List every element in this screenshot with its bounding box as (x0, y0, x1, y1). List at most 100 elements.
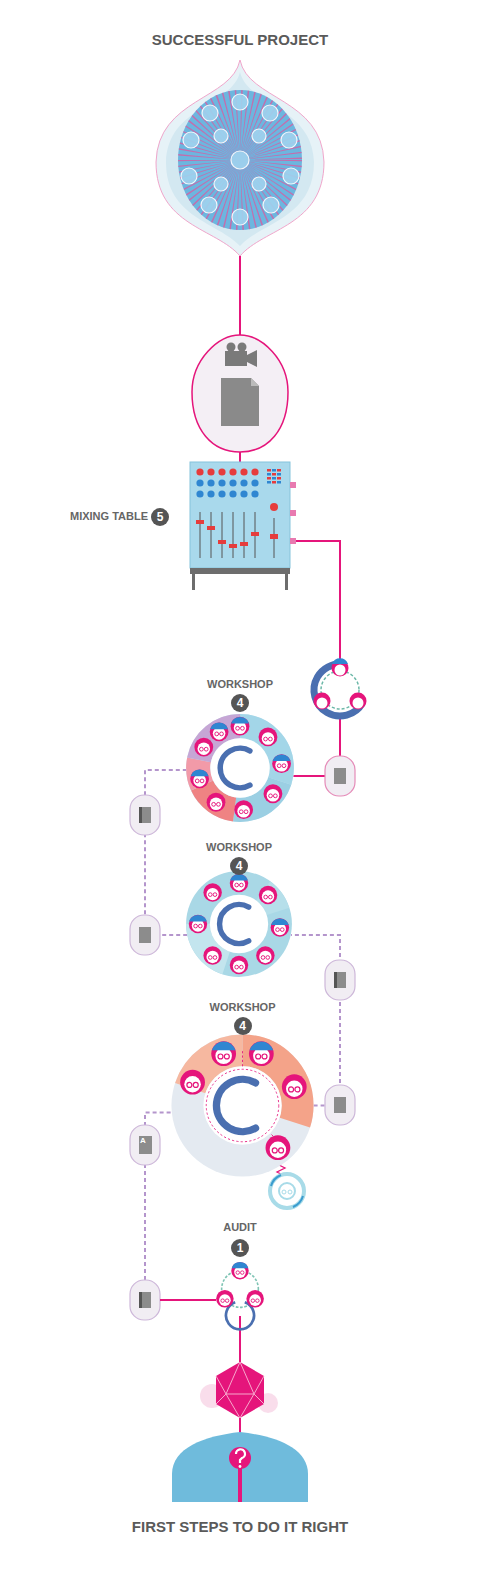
mixer-port (290, 482, 296, 488)
mixer-button (218, 479, 225, 486)
person-icon (249, 1041, 274, 1066)
document-capsule (130, 1280, 160, 1320)
project-bloom (281, 132, 297, 148)
document-letter: A (140, 1136, 146, 1145)
document-capsule (139, 1136, 152, 1154)
person-icon (231, 1262, 248, 1279)
workshop-circle-shape (185, 713, 295, 823)
document-capsule (130, 1280, 160, 1320)
person-icon (194, 924, 198, 928)
mixer-port (290, 538, 296, 544)
person-icon (271, 918, 289, 936)
person-icon (230, 874, 248, 892)
idea-gem (216, 1362, 264, 1418)
person-icon (224, 1054, 229, 1059)
person-icon (249, 1042, 273, 1051)
person-icon (272, 1148, 277, 1153)
ring-segment (198, 883, 280, 965)
person-icon (235, 965, 239, 969)
team-circle (353, 698, 364, 709)
person-icon (259, 728, 278, 747)
person-icon (203, 946, 221, 964)
project-bloom (166, 72, 314, 246)
mixer-button (207, 468, 214, 475)
person-icon (251, 1299, 254, 1302)
mixer-fader (244, 512, 245, 558)
team-circle (314, 693, 331, 710)
ring-arc (220, 748, 250, 788)
person-icon (206, 951, 218, 963)
document-capsule (325, 756, 355, 796)
ring-segment (187, 1050, 297, 1160)
start-dome (172, 1432, 308, 1502)
mixer-fader (270, 534, 278, 539)
person-icon (231, 717, 249, 724)
mixer-led (277, 469, 281, 472)
person-icon (246, 1290, 263, 1307)
person-icon (262, 1054, 267, 1059)
person-icon (233, 960, 245, 972)
person-icon (240, 965, 244, 969)
person-icon (217, 802, 221, 806)
person-icon (241, 726, 245, 730)
mixer-button (240, 490, 247, 497)
mixer-fader (233, 512, 234, 558)
person-icon (220, 732, 224, 736)
mixer-stand (285, 574, 288, 590)
person-icon (246, 1290, 263, 1307)
audit-circle: AUDIT1 (213, 1262, 267, 1316)
media-capsule (221, 378, 259, 426)
person-icon (221, 1299, 224, 1302)
audit-arc (226, 1302, 254, 1329)
project-bloom (232, 209, 248, 225)
person-icon (271, 918, 289, 936)
project-bloom (181, 94, 299, 225)
team-circle (317, 698, 328, 709)
project-bloom (183, 132, 199, 148)
person-icon (187, 1082, 192, 1087)
document-capsule (139, 1292, 142, 1308)
mixer-stand (192, 574, 195, 590)
person-icon (282, 1074, 307, 1099)
node-heading: AUDIT (163, 1220, 317, 1234)
person-icon (232, 1262, 249, 1268)
document-capsule (130, 795, 160, 835)
mixer-fader (240, 542, 248, 546)
person-icon (276, 928, 280, 932)
mixer-button (229, 490, 236, 497)
person-icon (230, 956, 248, 974)
project-bloom (181, 168, 197, 184)
project-bloom (232, 94, 248, 110)
mixer-led (277, 481, 281, 484)
person-icon (249, 1294, 261, 1306)
person-icon (200, 779, 204, 783)
document-capsule (325, 960, 355, 1000)
document-capsule (130, 915, 160, 955)
callout-number: 5 (151, 508, 169, 526)
mixer-led (277, 477, 281, 480)
person-icon (210, 722, 229, 741)
team-circle (304, 654, 375, 725)
person-icon (208, 956, 212, 960)
ring-arc (216, 1079, 255, 1131)
media-capsule (225, 351, 247, 366)
mixer-led (277, 473, 281, 476)
callout-number: 1 (231, 1239, 249, 1257)
person-icon (240, 883, 244, 887)
expert-link (279, 1183, 295, 1199)
person-icon (234, 800, 253, 819)
document-capsule (139, 807, 151, 823)
node-heading: WORKSHOP (135, 677, 345, 691)
ring-segment (187, 1050, 297, 1160)
person-icon (277, 764, 281, 768)
mixer-led (272, 481, 276, 484)
document-capsule (334, 1097, 346, 1113)
person-icon (256, 1299, 259, 1302)
project-bloom (201, 197, 217, 213)
person-icon (272, 754, 291, 773)
document-capsule (130, 756, 355, 1320)
start-dome (238, 1468, 242, 1502)
mixer-button (218, 490, 225, 497)
person-icon (262, 732, 275, 745)
ring-hole (210, 738, 269, 797)
